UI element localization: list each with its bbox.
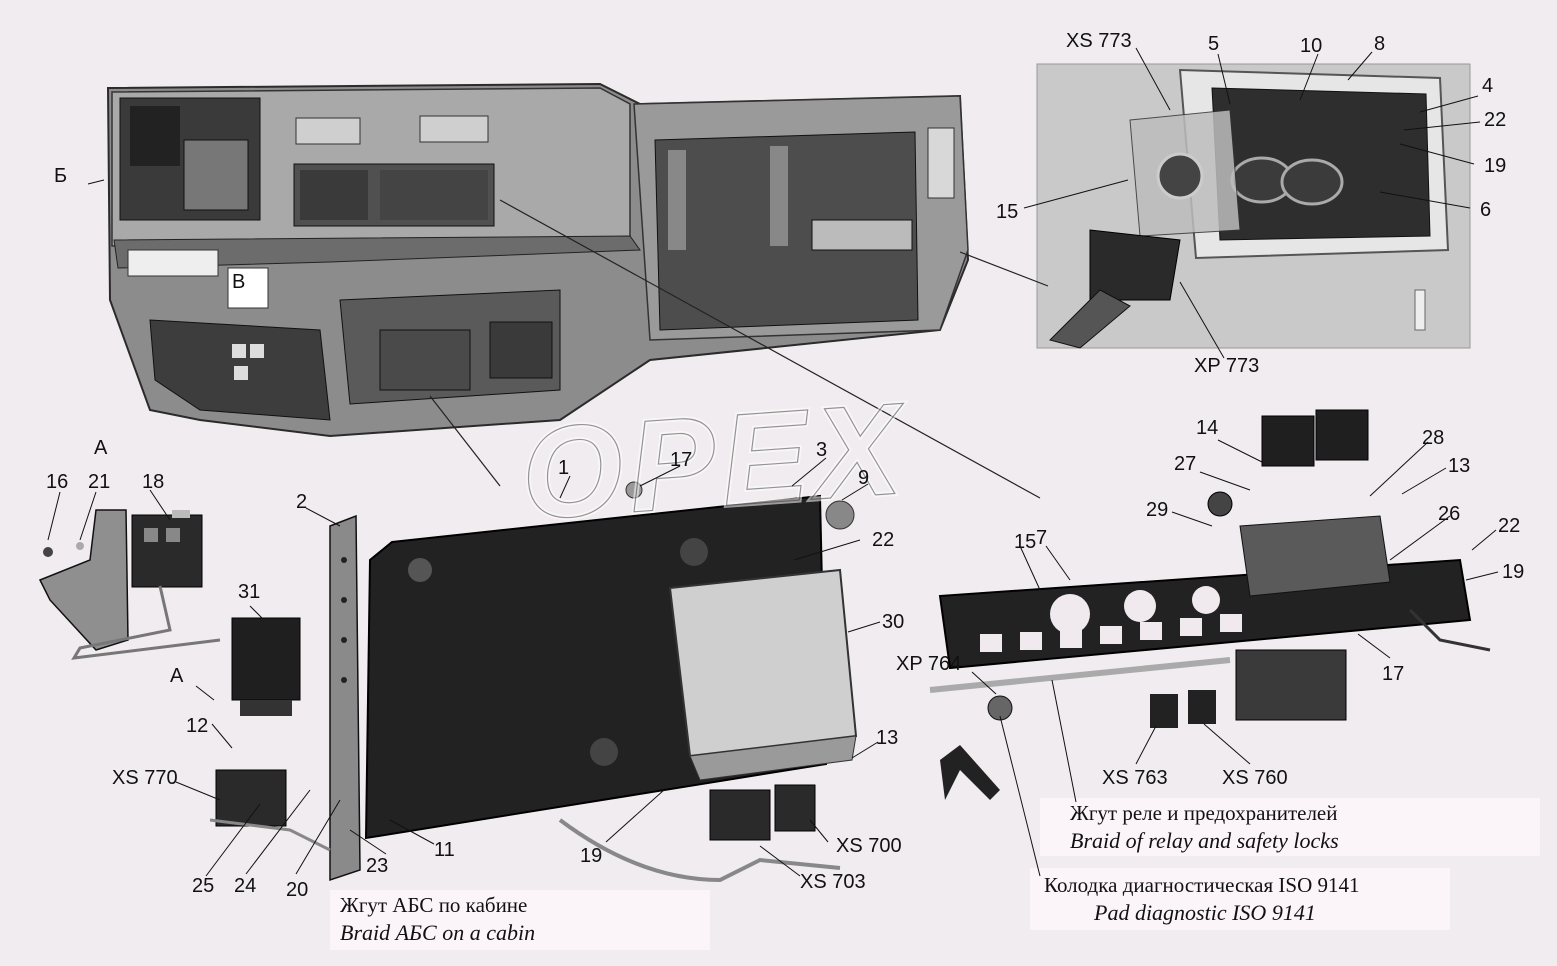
- watermark-outline: OPEX: [517, 375, 913, 548]
- captions: Жгут реле и предохранителей Braid of rel…: [340, 801, 1359, 945]
- label-xs700: XS 700: [836, 835, 902, 857]
- label-23: 23: [366, 855, 388, 877]
- label-13-right: 13: [1448, 455, 1470, 477]
- label-a-arrow: А: [170, 665, 184, 687]
- label-xs760: XS 760: [1222, 767, 1288, 789]
- label-22-right: 22: [1498, 515, 1520, 537]
- caption-diag-ru: Колодка диагностическая ISO 9141: [1044, 873, 1359, 897]
- label-19-top: 19: [1484, 155, 1506, 177]
- label-2: 2: [296, 491, 307, 513]
- caption-abs-ru: Жгут АБС по кабине: [340, 893, 527, 917]
- relay-panel-7: [929, 409, 1491, 800]
- diag-caption-panel: [1030, 868, 1450, 930]
- label-1: 1: [558, 457, 569, 479]
- label-20: 20: [286, 879, 308, 901]
- label-4-top: 4: [1482, 75, 1493, 97]
- label-11: 11: [434, 839, 455, 861]
- label-18: 18: [142, 471, 164, 493]
- label-22-top: 22: [1484, 109, 1506, 131]
- label-17-right: 17: [1382, 663, 1404, 685]
- label-25: 25: [192, 875, 214, 897]
- label-15-top: 15: [996, 201, 1018, 223]
- label-7: 7: [1036, 527, 1047, 549]
- label-15-right: 15: [1014, 531, 1036, 553]
- caption-relay-en: Braid of relay and safety locks: [1070, 828, 1339, 853]
- relay-caption-panel: [1040, 798, 1540, 856]
- label-12: 12: [186, 715, 208, 737]
- label-29: 29: [1146, 499, 1168, 521]
- label-6: 6: [1480, 199, 1491, 221]
- label-19-bot: 19: [580, 845, 602, 867]
- label-17-mid: 17: [670, 449, 692, 471]
- label-16: 16: [46, 471, 68, 493]
- label-31: 31: [238, 581, 260, 603]
- abs-caption-panel: [330, 890, 710, 950]
- label-14: 14: [1196, 417, 1218, 439]
- label-8: 8: [1374, 33, 1385, 55]
- label-28: 28: [1422, 427, 1444, 449]
- bracket-2: [209, 514, 361, 882]
- watermark-stroke: OPEX: [517, 375, 913, 548]
- caption-relay-ru: Жгут реле и предохранителей: [1070, 801, 1338, 825]
- label-xp764: XP 764: [896, 653, 961, 675]
- relay-31: [231, 617, 301, 716]
- label-30: 30: [882, 611, 904, 633]
- label-xs770: XS 770: [112, 767, 178, 789]
- label-19-right: 19: [1502, 561, 1524, 583]
- caption-diag-en: Pad diagnostic ISO 9141: [1093, 900, 1316, 925]
- label-xp773: XP 773: [1194, 355, 1259, 377]
- bracket-assembly-a: [38, 509, 221, 660]
- label-24: 24: [234, 875, 256, 897]
- label-3: 3: [816, 439, 827, 461]
- connector-inset-illustration: [1036, 63, 1471, 349]
- label-xs703: XS 703: [800, 871, 866, 893]
- callout-labels: XS 773 5 10 8 4 22 19 15 6 XP 773 Б В А …: [46, 30, 1524, 901]
- label-9: 9: [858, 467, 869, 489]
- label-b-view: Б: [54, 165, 67, 187]
- label-v-view: В: [232, 271, 245, 293]
- label-xs763: XS 763: [1102, 767, 1168, 789]
- label-13-mid: 13: [876, 727, 898, 749]
- dashboard-illustration: [106, 82, 970, 438]
- label-10: 10: [1300, 35, 1322, 57]
- label-a-view: А: [94, 437, 108, 459]
- label-27: 27: [1174, 453, 1196, 475]
- label-22-mid: 22: [872, 529, 894, 551]
- leader-lines-top: [429, 199, 1049, 499]
- label-5: 5: [1208, 33, 1219, 55]
- leader-lines: [47, 47, 1499, 877]
- caption-abs-en: Braid АБС on a cabin: [340, 920, 535, 945]
- label-26: 26: [1438, 503, 1460, 525]
- label-xs773: XS 773: [1066, 30, 1132, 52]
- label-21: 21: [88, 471, 110, 493]
- abs-ecu-30: [558, 568, 858, 883]
